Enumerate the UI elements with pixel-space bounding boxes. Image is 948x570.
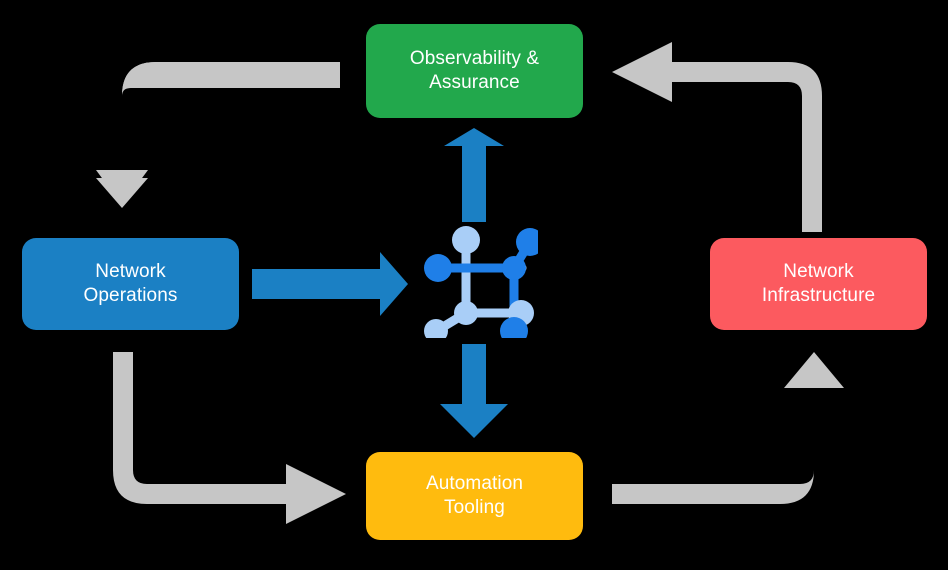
- node-network-operations[interactable]: Network Operations: [22, 238, 239, 330]
- network-mesh-icon: [418, 218, 544, 345]
- arrow-infrastructure-to-observability: [612, 42, 822, 232]
- arrow-operations-to-automation: [113, 352, 346, 524]
- arrow-center-to-observability: [444, 128, 504, 222]
- arrow-center-to-automation: [440, 344, 508, 438]
- node-automation-tooling[interactable]: Automation Tooling: [366, 452, 583, 540]
- arrow-observability-to-operations: [96, 62, 340, 208]
- node-observability-assurance[interactable]: Observability & Assurance: [366, 24, 583, 118]
- arrow-operations-to-center: [252, 252, 408, 316]
- network-mesh-glyph: [424, 226, 544, 345]
- arrow-automation-to-infrastructure: [612, 352, 844, 504]
- node-network-infrastructure[interactable]: Network Infrastructure: [710, 238, 927, 330]
